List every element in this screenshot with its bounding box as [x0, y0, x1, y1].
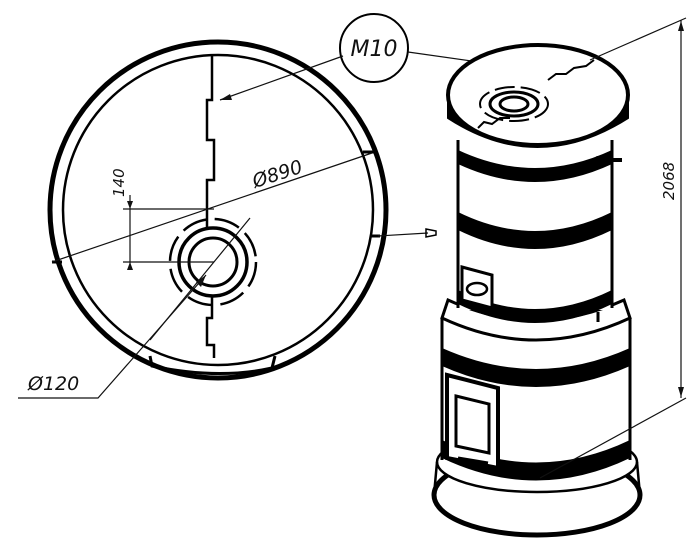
stove-fire-door-glass — [454, 394, 491, 455]
diameter-890-line — [51, 152, 373, 263]
diameter-890-label: Ø890 — [249, 156, 305, 193]
offset-arrow-top — [127, 201, 133, 209]
diameter-120-arrow — [196, 275, 206, 287]
stove-upper-band-bottom — [458, 290, 612, 323]
top-view-inner-ring — [61, 53, 375, 367]
stove-top-surface — [446, 43, 630, 147]
side-bolt — [377, 232, 429, 237]
top-view-seam — [205, 56, 216, 358]
top-view-bottom-tab — [148, 355, 277, 375]
height-ext-top — [589, 17, 687, 61]
stove-top-seam — [477, 59, 595, 129]
stove-base-sides — [432, 461, 642, 496]
top-view: Ø890 140 Ø120 M10 — [18, 13, 557, 399]
stove-middle-band — [442, 348, 630, 387]
height-arrow-bottom — [678, 387, 684, 397]
stove-isometric — [431, 43, 643, 538]
offset-arrow-bottom — [127, 262, 133, 270]
height-dimension: 2068 — [539, 17, 687, 479]
height-ext-bottom — [539, 397, 687, 479]
stove-upper-band-top — [458, 150, 612, 182]
stove-flue-outer — [479, 86, 549, 122]
stove-air-control-knob — [465, 281, 489, 297]
side-bolt-head — [425, 228, 437, 238]
thread-callout-label: M10 — [351, 37, 398, 62]
diameter-120-leader — [18, 274, 207, 399]
stove-ash-slot — [457, 456, 489, 465]
height-2068-label: 2068 — [660, 162, 678, 200]
diameter-120-label: Ø120 — [27, 373, 79, 395]
height-arrow-top — [678, 21, 684, 31]
stove-lower-body-sides — [440, 318, 632, 460]
offset-140-label: 140 — [110, 168, 128, 197]
stove-flue-pipe — [498, 95, 530, 113]
flue-outer-dashed — [168, 217, 258, 307]
thread-leader-left — [219, 55, 344, 101]
top-view-outer-ring — [47, 39, 389, 381]
thread-callout-bubble — [339, 13, 409, 83]
stove-upper-band-middle — [458, 212, 612, 249]
stove-lower-band-bottom — [442, 440, 630, 481]
thread-arrow-left — [220, 94, 232, 100]
